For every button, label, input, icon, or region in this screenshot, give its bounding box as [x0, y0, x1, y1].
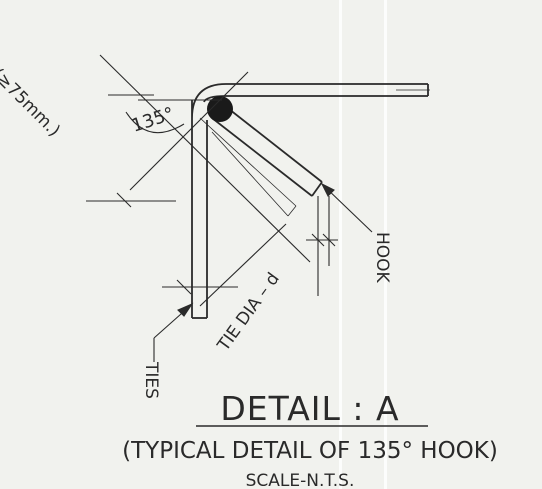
paper-fold-line	[384, 0, 387, 489]
hook-label: HOOK	[372, 232, 392, 284]
detail-subtitle: (TYPICAL DETAIL OF 135° HOOK)	[122, 438, 498, 464]
extension-dimension	[86, 54, 311, 307]
angle-marker	[108, 94, 222, 134]
hook-leg	[199, 101, 323, 217]
top-bar	[191, 83, 430, 119]
corner-longitudinal-bar	[207, 96, 233, 122]
scale-note: SCALE-N.T.S.	[246, 471, 355, 489]
ties-label: TIES	[141, 361, 161, 399]
hook-leader	[320, 182, 373, 233]
detail-title: DETAIL : A	[220, 389, 399, 428]
tie-dia-dimension	[306, 196, 338, 296]
vertical-tie-bar	[191, 118, 208, 319]
ties-leader	[153, 302, 194, 362]
paper-fold-line	[339, 0, 342, 489]
